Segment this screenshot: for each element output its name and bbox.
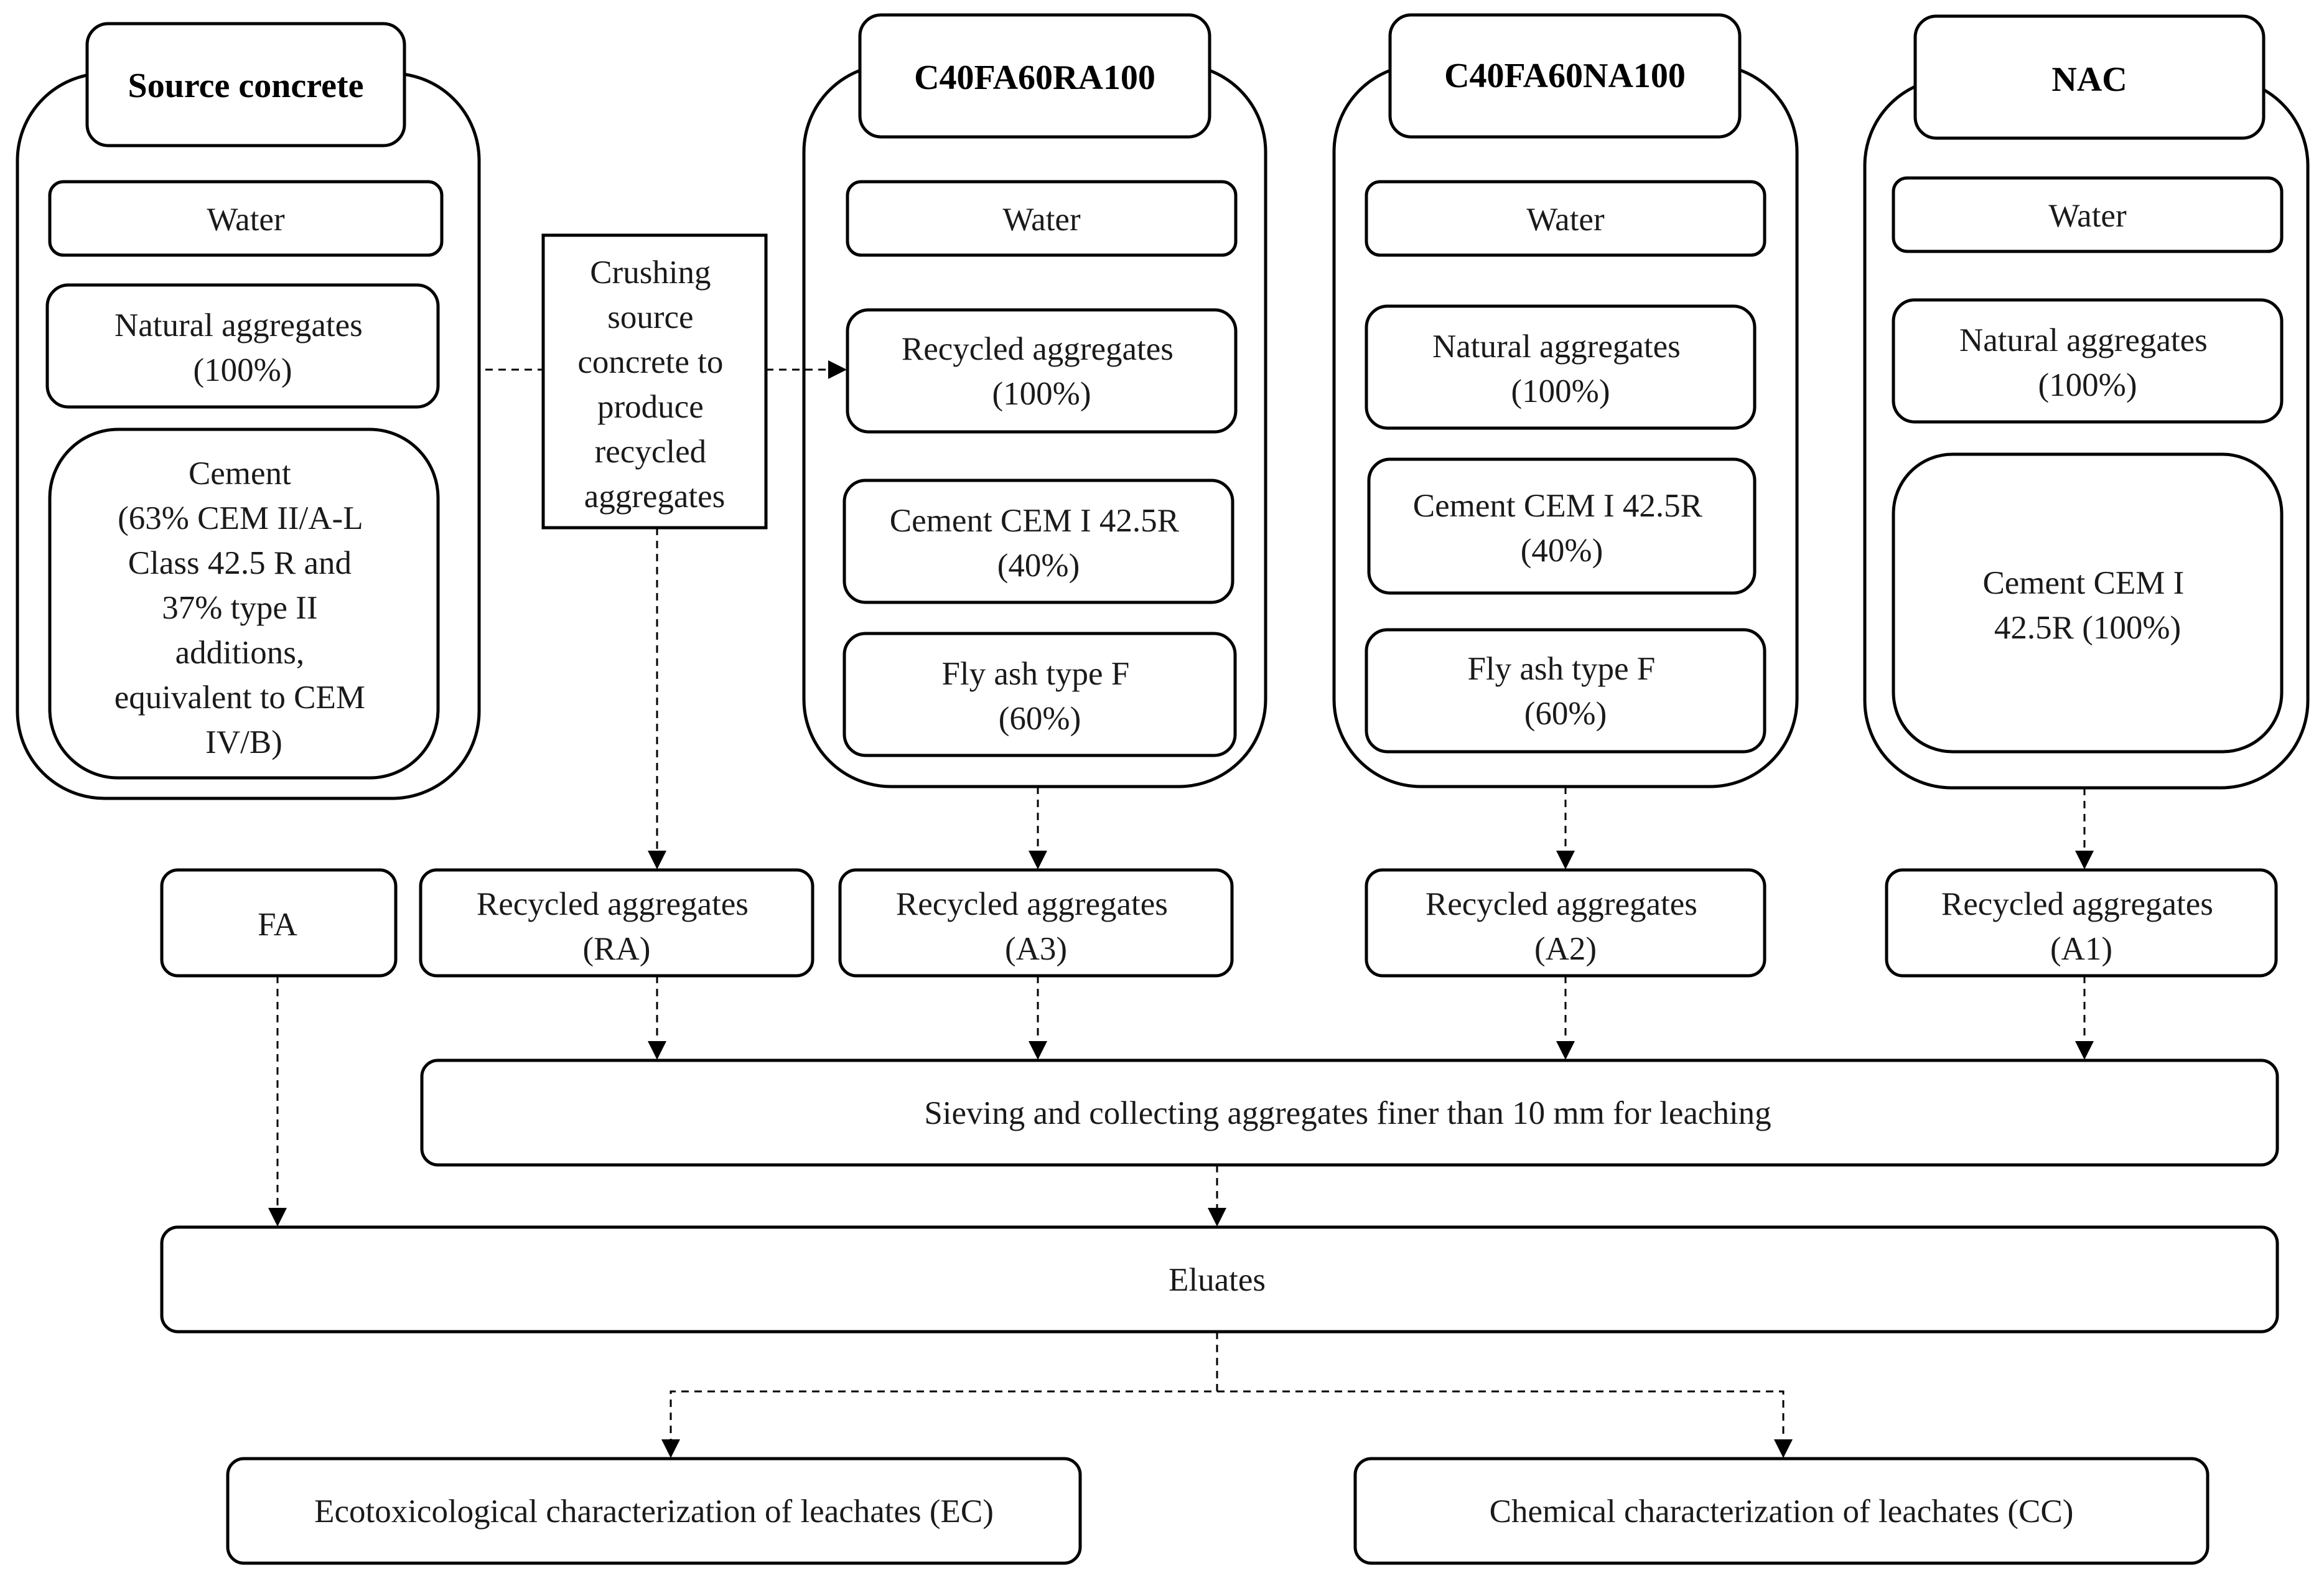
recycled-aggregates-a1-box: [1885, 868, 2278, 978]
mix-c40fa60na100-title-box: [1388, 13, 1742, 139]
mix-c40fa60na100-title: C40FA60NA100: [1444, 57, 1686, 95]
sieving-process-label: Sieving and collecting aggregates finer …: [924, 1095, 1771, 1131]
crushing-process-label: Crushing source concrete to produce recy…: [577, 255, 731, 515]
recycled-aggregates-a1-label: Recycled aggregates (A1): [1941, 886, 2221, 967]
recycled-aggregates-ra-label: Recycled aggregates (RA): [477, 886, 757, 967]
source-concrete-group: Source concrete Water Natural aggregates…: [16, 22, 481, 800]
ecotoxicological-characterization-label: Ecotoxicological characterization of lea…: [314, 1493, 994, 1530]
recycled-aggregates-a3-label: Recycled aggregates (A3): [896, 886, 1176, 967]
nac-water-label: Water: [2048, 198, 2127, 234]
mix-c40fa60na100-cement-label: Cement CEM I 42.5R (40%): [1413, 488, 1710, 569]
mix-c40fa60ra100-water-box: [846, 180, 1238, 257]
fa-box: [160, 868, 398, 978]
mix-c40fa60ra100-cement-label: Cement CEM I 42.5R (40%): [890, 503, 1187, 584]
nac-water-box: [1892, 176, 2284, 253]
ecotoxicological-characterization-box: [226, 1457, 1082, 1565]
mix-c40fa60na100-group: C40FA60NA100 Water Natural aggregates (1…: [1332, 13, 1799, 788]
source-natural-aggregates-label: Natural aggregates (100%): [114, 307, 371, 388]
mix-c40fa60na100-aggregates-box: [1365, 304, 1757, 430]
chemical-characterization-label: Chemical characterization of leachates (…: [1490, 1493, 2074, 1530]
nac-title-box: [1913, 14, 2266, 140]
source-water-label: Water: [207, 202, 285, 238]
mix-c40fa60ra100-fly-ash-label: Fly ash type F (60%): [941, 656, 1137, 737]
mix-c40fa60ra100-aggregates-label: Recycled aggregates (100%): [902, 331, 1182, 412]
mix-c40fa60na100-water-label: Water: [1526, 202, 1605, 238]
crushing-process-box: [541, 233, 768, 530]
recycled-aggregates-a3-box: [838, 868, 1234, 978]
source-water-box: [48, 180, 444, 257]
source-concrete-title: Source concrete: [128, 67, 364, 105]
nac-title: NAC: [2051, 60, 2127, 99]
mix-c40fa60ra100-fly-ash-box: [842, 632, 1237, 757]
source-cement-label: Cement (63% CEM II/A-L Class 42.5 R and …: [114, 456, 374, 760]
mix-c40fa60ra100-group: C40FA60RA100 Water Recycled aggregates (…: [802, 13, 1267, 788]
mix-c40fa60na100-aggregates-label: Natural aggregates (100%): [1432, 329, 1689, 409]
fa-label: FA: [258, 907, 297, 943]
mix-c40fa60ra100-water-label: Water: [1002, 202, 1081, 238]
mix-c40fa60na100-fly-ash-label: Fly ash type F (60%): [1467, 651, 1663, 732]
nac-aggregates-label: Natural aggregates (100%): [1959, 322, 2216, 403]
eluates-to-cc-arrow: [1217, 1390, 1793, 1458]
sieving-process-box: [420, 1059, 2279, 1167]
mix-c40fa60ra100-aggregates-box: [846, 308, 1238, 434]
nac-aggregates-box: [1892, 298, 2284, 424]
recycled-aggregates-ra-box: [419, 868, 814, 978]
mix-c40fa60na100-cement-box: [1367, 457, 1757, 595]
mix-c40fa60na100-fly-ash-box: [1365, 628, 1766, 754]
nac-cement-box: [1892, 452, 2284, 754]
nac-group: NAC Water Natural aggregates (100%) Ceme…: [1863, 14, 2310, 790]
nac-cement-label: Cement CEM I 42.5R (100%): [1982, 565, 2192, 646]
recycled-aggregates-a2-label: Recycled aggregates (A2): [1426, 886, 1706, 967]
mix-c40fa60ra100-title: C40FA60RA100: [914, 58, 1155, 97]
mix-c40fa60ra100-cement-box: [842, 479, 1234, 604]
eluates-box: [160, 1225, 2279, 1334]
eluates-to-ec-arrow: [661, 1332, 1218, 1458]
source-natural-aggregates-box: [45, 283, 440, 409]
source-cement-box: [48, 428, 440, 780]
mix-c40fa60ra100-title-box: [858, 13, 1211, 139]
chemical-characterization-box: [1353, 1457, 2210, 1565]
eluates-label: Eluates: [1169, 1262, 1266, 1298]
mix-c40fa60na100-water-box: [1365, 180, 1766, 257]
source-concrete-title-box: [85, 22, 406, 147]
